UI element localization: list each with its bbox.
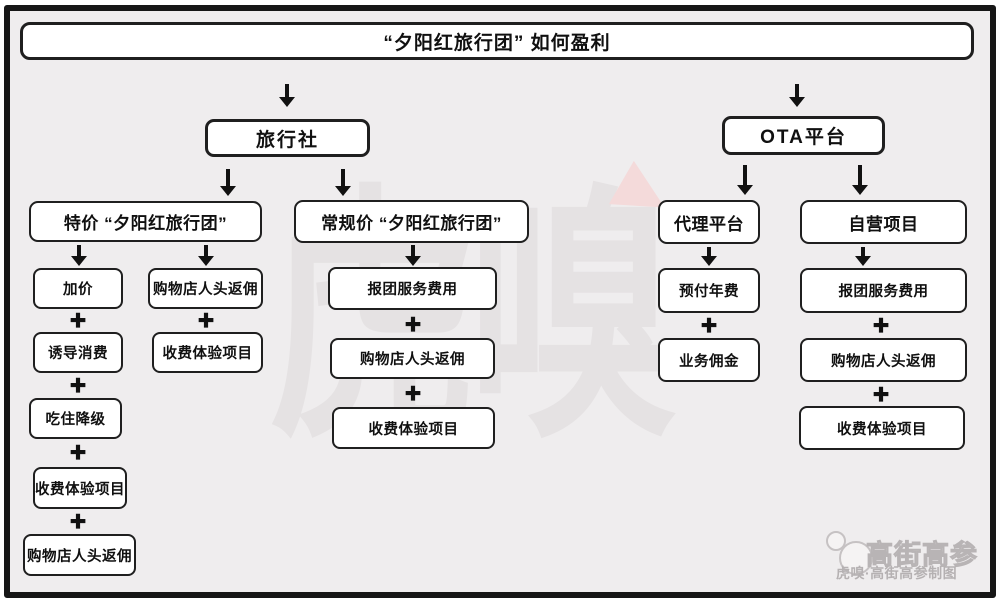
plus-connector: + [198, 305, 215, 335]
arrow-down-icon [220, 169, 236, 196]
plus-connector: + [70, 506, 87, 536]
plus-connector: + [701, 310, 718, 340]
node-business-commission: 业务佣金 [658, 338, 760, 382]
node-self-operated: 自营项目 [800, 200, 967, 244]
node-regular-price-group: 常规价 “夕阳红旅行团” [294, 200, 529, 243]
arrow-down-icon [71, 245, 87, 266]
node-shop-headcount-kickback-1: 购物店人头返佣 [23, 534, 136, 576]
node-price-markup: 加价 [33, 268, 123, 309]
node-shop-headcount-kickback-3: 购物店人头返佣 [330, 338, 495, 379]
node-induced-consumption: 诱导消费 [33, 332, 123, 373]
arrow-down-icon [198, 245, 214, 266]
page-title: “夕阳红旅行团” 如何盈利 [20, 22, 974, 60]
node-paid-experience-1: 收费体验项目 [33, 467, 127, 509]
arrow-down-icon [405, 245, 421, 266]
node-prepaid-annual-fee: 预付年费 [658, 268, 760, 313]
brand-watermark-text: 高街高参 [866, 540, 978, 571]
node-paid-experience-2: 收费体验项目 [152, 332, 263, 373]
plus-connector: + [70, 305, 87, 335]
plus-connector: + [405, 378, 422, 408]
arrow-down-icon [855, 247, 871, 266]
node-travel-agency: 旅行社 [205, 119, 370, 157]
node-food-lodging-downgrade: 吃住降级 [29, 398, 122, 439]
node-agent-platform: 代理平台 [658, 200, 760, 244]
plus-connector: + [70, 437, 87, 467]
node-ota-platform: OTA平台 [722, 116, 885, 155]
arrow-down-icon [789, 84, 805, 107]
mascot-icon [826, 531, 846, 551]
node-shop-headcount-kickback-2: 购物店人头返佣 [148, 268, 263, 309]
node-tour-service-fee-1: 报团服务费用 [328, 267, 497, 310]
arrow-down-icon [701, 247, 717, 266]
arrow-down-icon [852, 165, 868, 195]
node-special-price-group: 特价 “夕阳红旅行团” [29, 201, 262, 242]
arrow-down-icon [335, 169, 351, 196]
arrow-down-icon [279, 84, 295, 107]
mascot-icon [839, 541, 873, 575]
node-shop-headcount-kickback-4: 购物店人头返佣 [800, 338, 967, 382]
plus-connector: + [70, 370, 87, 400]
plus-connector: + [873, 379, 890, 409]
node-paid-experience-4: 收费体验项目 [799, 406, 965, 450]
node-paid-experience-3: 收费体验项目 [332, 407, 495, 449]
node-tour-service-fee-2: 报团服务费用 [800, 268, 967, 313]
arrow-down-icon [737, 165, 753, 195]
credit-caption: 虎嗅·高街高参制图 [836, 565, 958, 581]
plus-connector: + [873, 310, 890, 340]
plus-connector: + [405, 309, 422, 339]
